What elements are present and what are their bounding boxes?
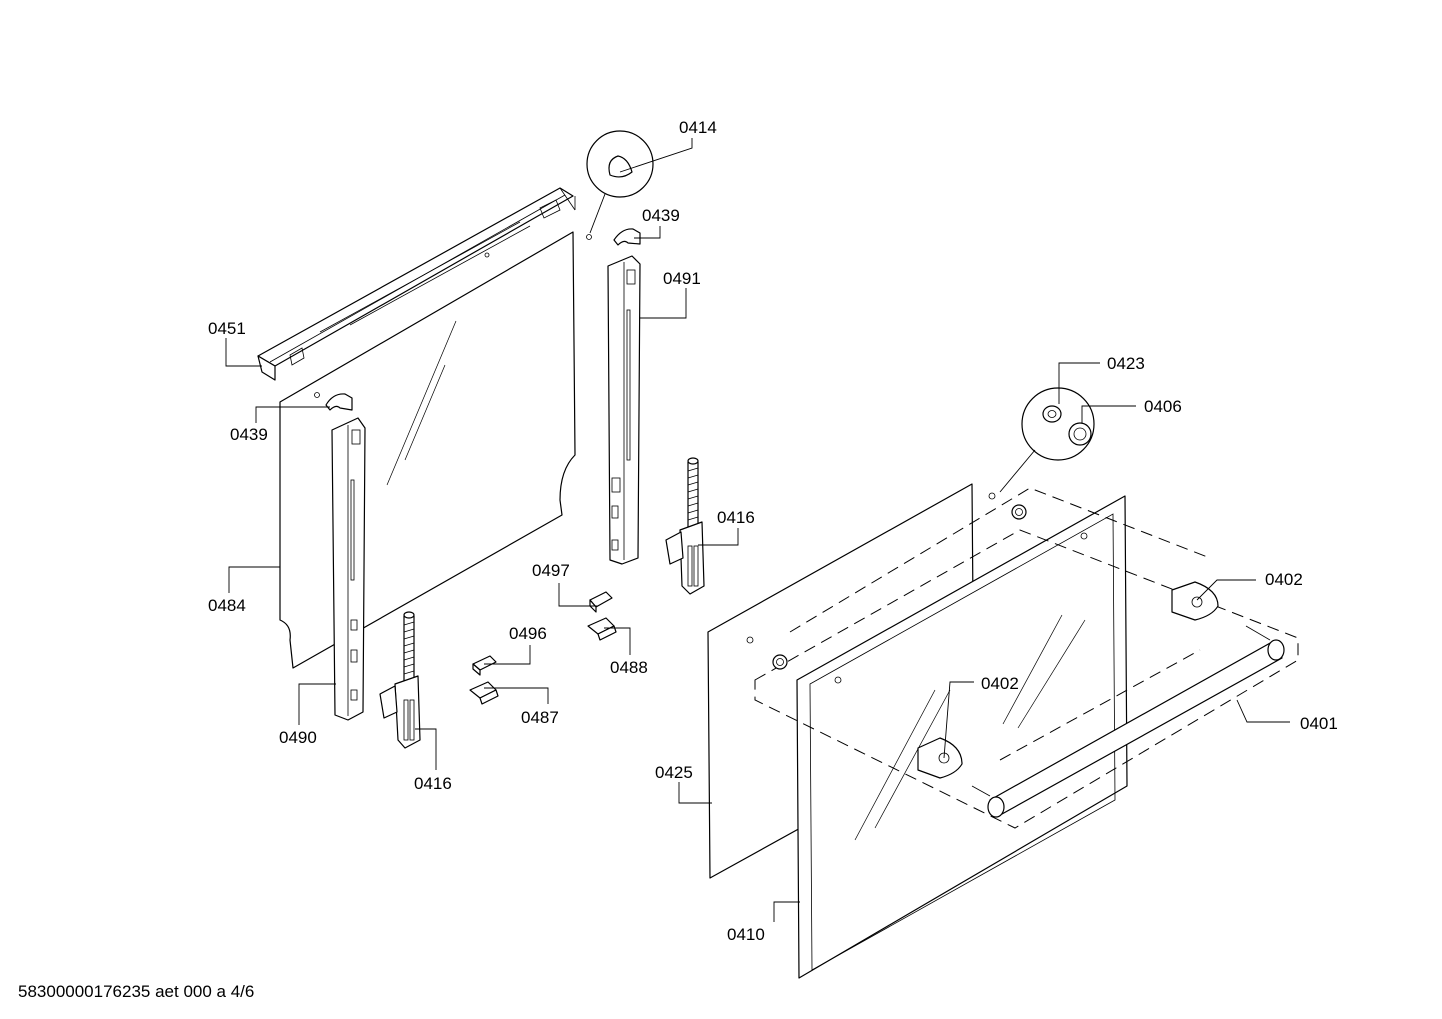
label-0439-left: 0439 <box>230 425 268 444</box>
detail-callout-0414 <box>586 130 654 240</box>
spacer-right <box>1011 504 1027 520</box>
label-0414: 0414 <box>679 118 717 137</box>
label-0451: 0451 <box>208 319 246 338</box>
top-trim-strip <box>257 187 576 381</box>
door-handle-bar <box>971 625 1285 818</box>
label-0410: 0410 <box>727 925 765 944</box>
part-labels: 0414 0439 0491 0451 0439 0484 0490 0416 … <box>208 118 1338 944</box>
label-0490: 0490 <box>279 728 317 747</box>
label-0423: 0423 <box>1107 354 1145 373</box>
clip-left <box>325 393 353 411</box>
label-0487: 0487 <box>521 708 559 727</box>
leader-lines <box>225 138 1290 922</box>
right-door-bracket <box>607 255 641 565</box>
inner-glass-panel <box>279 231 576 669</box>
clip-top <box>613 228 641 246</box>
small-clip-0487 <box>469 681 499 705</box>
small-clip-0497 <box>589 591 613 613</box>
small-clip-0496 <box>472 655 497 676</box>
hinge-right <box>665 457 705 595</box>
label-0425: 0425 <box>655 763 693 782</box>
label-0488: 0488 <box>610 658 648 677</box>
label-0416-right: 0416 <box>717 508 755 527</box>
label-0402-mid: 0402 <box>981 674 1019 693</box>
label-0491: 0491 <box>663 269 701 288</box>
label-0406: 0406 <box>1144 397 1182 416</box>
handle-end-cap-right <box>1171 581 1219 621</box>
label-0497: 0497 <box>532 561 570 580</box>
small-clip-0488 <box>587 617 617 641</box>
outer-door-panel <box>796 495 1128 979</box>
label-0416-left: 0416 <box>414 774 452 793</box>
label-0496: 0496 <box>509 624 547 643</box>
label-0401: 0401 <box>1300 714 1338 733</box>
spacer-left <box>772 654 788 670</box>
left-door-bracket <box>331 417 366 721</box>
document-reference-footer: 58300000176235 aet 000 a 4/6 <box>18 982 255 1001</box>
label-0439-top: 0439 <box>642 206 680 225</box>
handle-assembly-outline <box>754 487 1299 829</box>
hinge-left <box>379 611 421 749</box>
label-0402-right: 0402 <box>1265 570 1303 589</box>
label-0484: 0484 <box>208 596 246 615</box>
detail-callout-0423-0406 <box>988 387 1095 500</box>
